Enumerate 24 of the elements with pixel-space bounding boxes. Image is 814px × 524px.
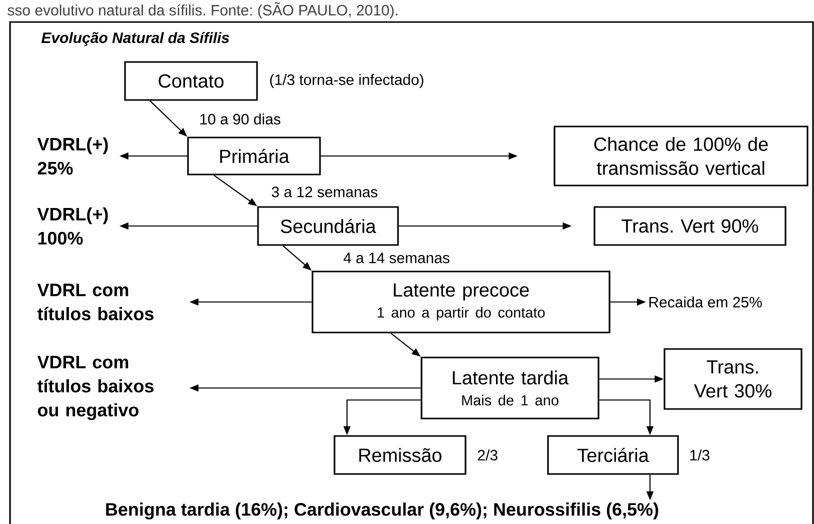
stage-box: Primária bbox=[187, 136, 321, 176]
edge-label: 3 a 12 semanas bbox=[270, 186, 379, 198]
stage-box: Trans. Vert 90% bbox=[594, 206, 786, 246]
stage-box: Trans. Vert 30% bbox=[664, 348, 802, 410]
title: Evolução Natural da Sífilis bbox=[41, 32, 230, 46]
stage-box: Contato bbox=[124, 61, 258, 101]
test-result-text: VDRL(+) 100% bbox=[37, 207, 108, 245]
stage-box: Latente precoce 1 ano a partir do contato bbox=[312, 270, 610, 334]
stage-box: Chance de 100% de transmissão vertical bbox=[554, 126, 808, 186]
test-result-text: VDRL(+) 25% bbox=[37, 137, 108, 175]
stage-box: Terciária bbox=[547, 435, 679, 475]
test-result-text: VDRL com títulos baixos bbox=[37, 284, 154, 320]
stage-box: Secundária bbox=[257, 206, 399, 246]
outcome-text: Recaida em 25% bbox=[649, 296, 762, 308]
beside-text: 2/3 bbox=[478, 449, 498, 460]
edge-label: 4 a 14 semanas bbox=[342, 252, 451, 264]
caption: sso evolutivo natural da sífilis. Fonte: (SÃO PAULO, 2010). bbox=[8, 2, 398, 18]
edge-label: 10 a 90 dias bbox=[198, 112, 282, 126]
stage-box: Latente tardia Mais de 1 ano bbox=[420, 356, 600, 420]
stage-box: Remissão bbox=[334, 435, 466, 475]
beside-text: 1/3 bbox=[690, 449, 710, 460]
test-result-text: VDRL com títulos baixos ou negativo bbox=[37, 356, 154, 420]
outcome-text: Benigna tardia (16%); Cardiovascular (9,6%); Neurossifilis (6,5%) bbox=[106, 502, 658, 520]
beside-text: (1/3 torna-se infectado) bbox=[270, 74, 424, 88]
